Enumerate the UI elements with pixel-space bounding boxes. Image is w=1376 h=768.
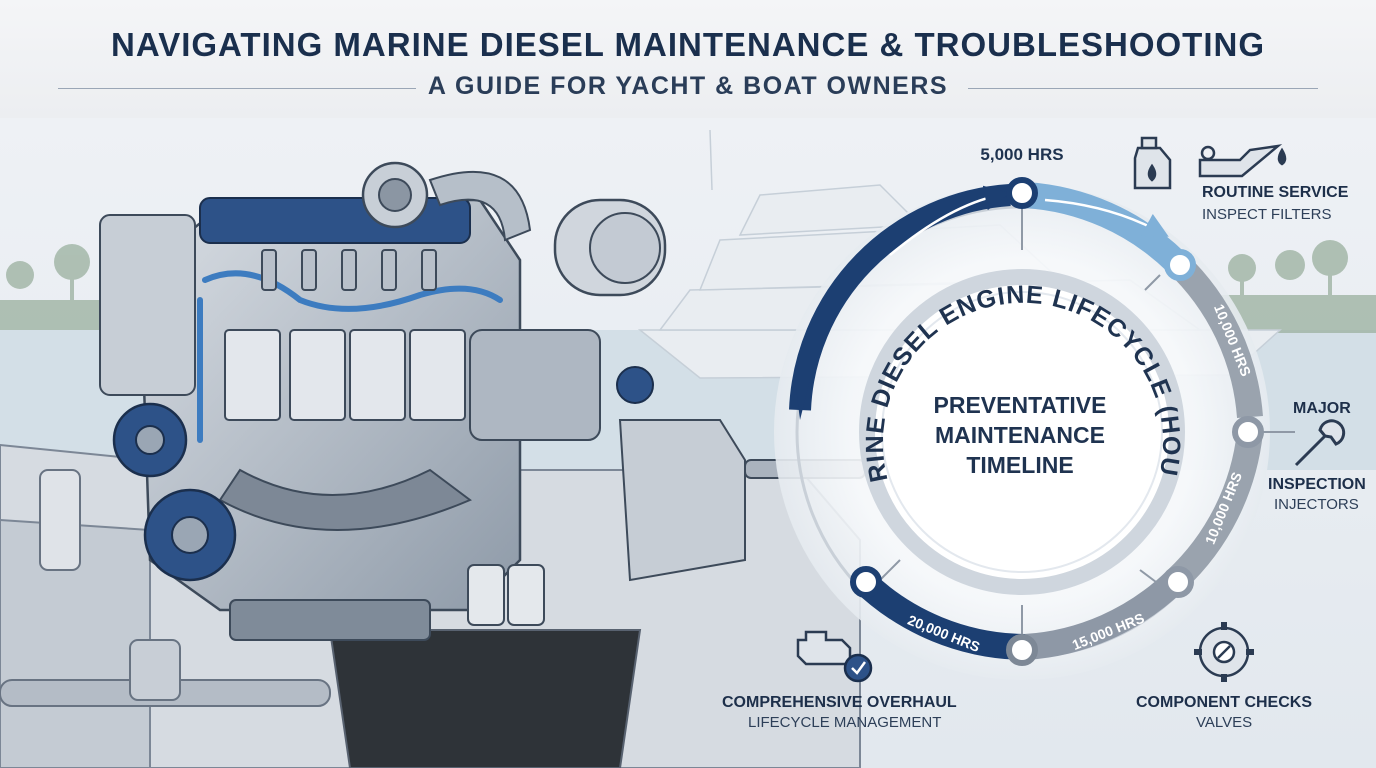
- arc-segment-gray-3: [1024, 570, 1186, 660]
- routine-service-title: ROUTINE SERVICE: [1202, 184, 1349, 201]
- subtitle-rule-left: [58, 88, 416, 89]
- milestone-node-10000-lower: [1232, 416, 1264, 448]
- milestone-node-15000-right: [1162, 566, 1194, 598]
- center-line-1: PREVENTATIVE: [933, 392, 1107, 418]
- overhaul-detail: LIFECYCLE MANAGEMENT: [748, 714, 942, 731]
- page-title: NAVIGATING MARINE DIESEL MAINTENANCE & T…: [110, 26, 1266, 63]
- major-inspection-title-top: MAJOR: [1293, 400, 1351, 417]
- scene-svg: MARINE DIESEL ENGINE LIFECYCLE (HOURS) 5…: [0, 118, 1376, 768]
- component-checks-title: COMPONENT CHECKS: [1136, 694, 1313, 711]
- center-line-3: TIMELINE: [966, 452, 1074, 478]
- center-title: PREVENTATIVE MAINTENANCE TIMELINE: [880, 390, 1160, 480]
- gear-icon: [1194, 622, 1254, 682]
- center-line-2: MAINTENANCE: [935, 422, 1105, 448]
- major-inspection-title-bottom: INSPECTION: [1268, 476, 1366, 493]
- oil-can-icon: [1198, 144, 1287, 178]
- overhaul-title: COMPREHENSIVE OVERHAUL: [722, 694, 957, 711]
- engine-illustration: [99, 161, 866, 641]
- wrench-icon: [1294, 419, 1346, 467]
- oil-jug-icon: [1133, 136, 1172, 190]
- arc-segment-light: [1024, 182, 1186, 272]
- engine-check-icon: [796, 630, 873, 683]
- page-subtitle: A GUIDE FOR YACHT & BOAT OWNERS: [427, 72, 949, 100]
- arc-segment-navy-bottom: [852, 570, 1026, 660]
- header: NAVIGATING MARINE DIESEL MAINTENANCE & T…: [0, 0, 1376, 118]
- arc-segment-navy-top: [789, 184, 1011, 411]
- subtitle-rule-right: [968, 88, 1318, 89]
- milestone-node-5000: [1006, 177, 1038, 209]
- milestone-label-5000: 5,000 HRS: [980, 145, 1063, 164]
- arc-segment-gray-2: [1167, 430, 1263, 590]
- milestone-node-20000: [850, 566, 882, 598]
- milestone-node-15000: [1006, 634, 1038, 666]
- illustration-scene: MARINE DIESEL ENGINE LIFECYCLE (HOURS) 5…: [0, 118, 1376, 768]
- milestone-node-10000-upper: [1164, 249, 1196, 281]
- routine-service-detail: INSPECT FILTERS: [1202, 206, 1332, 223]
- component-checks-detail: VALVES: [1196, 714, 1253, 731]
- major-inspection-detail: INJECTORS: [1274, 496, 1359, 513]
